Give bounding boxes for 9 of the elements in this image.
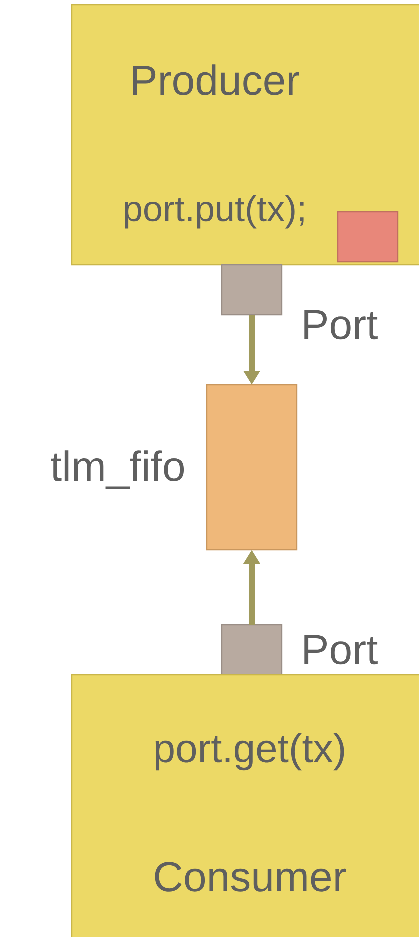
port-label: Port [304, 635, 378, 665]
producer-box: Producer port.put(tx); [71, 4, 419, 266]
consumer-box: port.get(tx) Consumer [71, 674, 419, 937]
fifo-box [206, 384, 298, 551]
fifo-label: tlm_fifo [51, 450, 184, 490]
port-label: Port [304, 310, 378, 340]
port-square [221, 264, 283, 316]
port-square [221, 624, 283, 676]
export-square [337, 211, 399, 263]
